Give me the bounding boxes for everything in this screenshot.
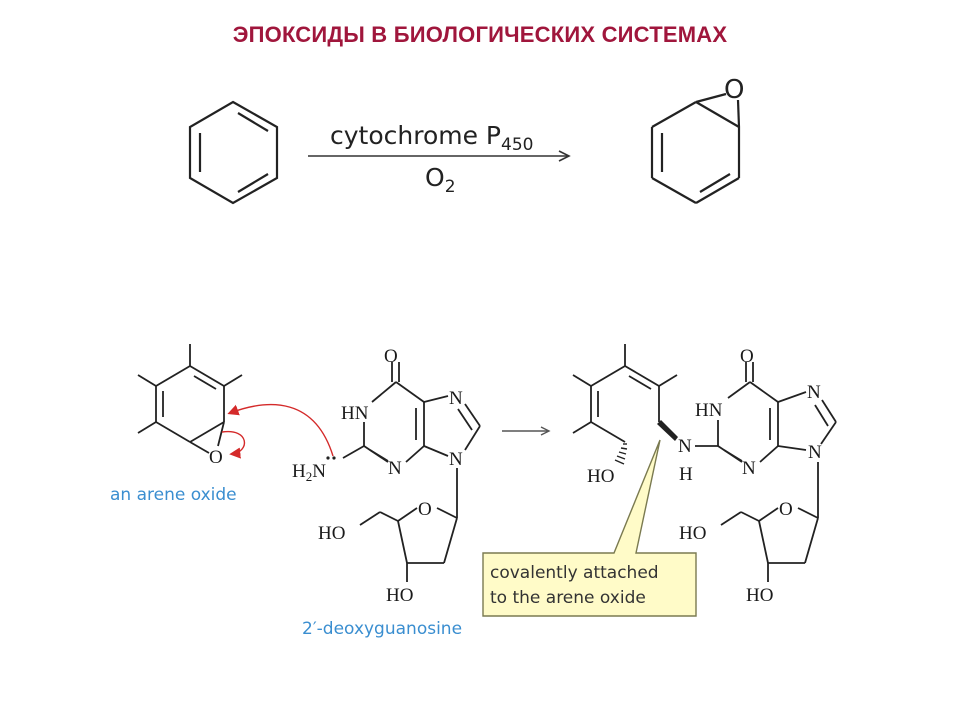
dg-carbonyl-oxygen: O: [384, 346, 398, 367]
epoxide-opening-arrow: [221, 430, 246, 459]
dg-amino-label: H2N: [292, 461, 326, 484]
adduct-guanine-molecule: [695, 362, 837, 582]
reagent-oxygen: O2: [425, 163, 456, 197]
dg-sugar-oxygen: O: [418, 499, 432, 520]
arene-oxide-caption: an arene oxide: [110, 485, 237, 505]
dg-n9-label: N: [449, 449, 463, 470]
adduct-hydroxyl-label: HO: [587, 466, 614, 487]
solid-wedge-bond: [657, 420, 678, 441]
epoxide-oxygen-label: O: [724, 75, 744, 105]
nucleophilic-attack-arrow: [227, 403, 334, 457]
dg-5-hydroxyl: HO: [318, 523, 345, 544]
dg-hn-label: HN: [341, 403, 369, 424]
dg-n7-label: N: [449, 388, 463, 409]
adduct-carbonyl-oxygen: O: [740, 346, 754, 367]
arene-oxide-molecule: [137, 344, 243, 454]
dg-n3-label: N: [388, 458, 402, 479]
arene-oxide-oxygen-label: O: [209, 447, 223, 468]
adduct-3-hydroxyl: HO: [746, 585, 773, 606]
deoxyguanosine-molecule: [342, 362, 481, 582]
slide-title: ЭПОКСИДЫ В БИОЛОГИЧЕСКИХ СИСТЕМАХ: [232, 22, 728, 47]
adduct-n3-label: N: [742, 458, 756, 479]
dg-3-hydroxyl: HO: [386, 585, 413, 606]
amino-lone-pair: [326, 456, 336, 460]
deoxyguanosine-caption: 2′-deoxyguanosine: [302, 619, 462, 639]
adduct-n9-label: N: [808, 442, 822, 463]
benzene-molecule: [188, 100, 279, 205]
adduct-cyclohexadiene-ring: [572, 344, 678, 443]
adduct-nh-h-label: H: [679, 464, 693, 485]
adduct-sugar-oxygen: O: [779, 499, 793, 520]
benzene-oxide-molecule: [650, 92, 741, 204]
reaction-arrow-top: [308, 150, 571, 162]
reaction-arrow-bottom: [502, 426, 551, 436]
adduct-hn-label: HN: [695, 400, 723, 421]
callout-line-1: covalently attached: [490, 563, 659, 583]
adduct-5-hydroxyl: HO: [679, 523, 706, 544]
callout-line-2: to the arene oxide: [490, 588, 646, 608]
reagent-cytochrome: cytochrome P450: [330, 121, 533, 155]
callout-box: covalently attached to the arene oxide: [482, 439, 697, 617]
adduct-n7-label: N: [807, 382, 821, 403]
hashed-wedge-bond: [614, 443, 628, 465]
adduct-nh-n-label: N: [678, 436, 692, 457]
